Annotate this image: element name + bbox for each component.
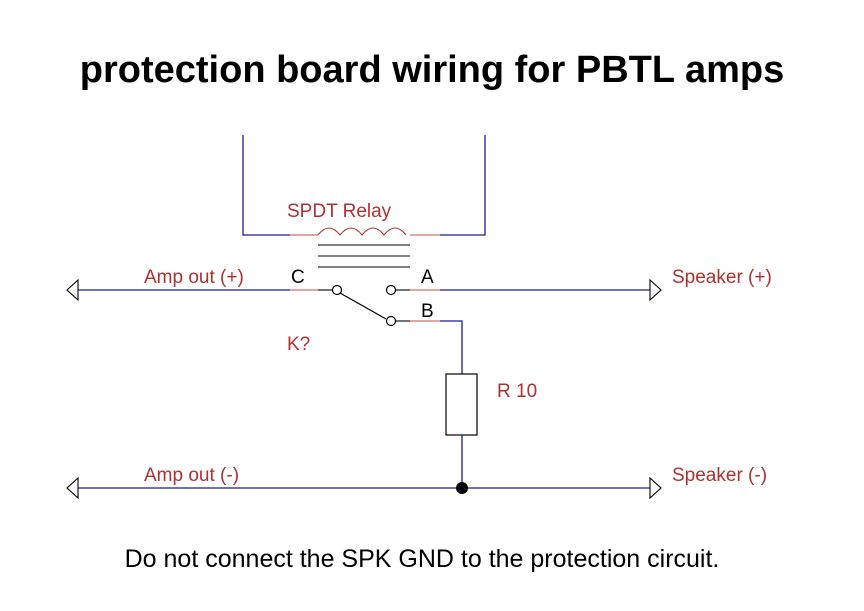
common-contact — [331, 284, 343, 296]
amp-out-neg-label: Amp out (-) — [144, 465, 239, 486]
pin-c-label: C — [291, 267, 305, 288]
resistor-r10 — [445, 373, 478, 436]
amp-out-neg-arrow — [66, 476, 79, 500]
contact-a — [385, 284, 397, 296]
speaker-pos-label: Speaker (+) — [672, 267, 772, 288]
relay-switch — [290, 284, 440, 327]
relay-ref-label: K? — [287, 334, 310, 355]
relay-label: SPDT Relay — [287, 201, 392, 222]
coil-winding — [317, 227, 407, 236]
contact-b — [385, 315, 397, 327]
pin-b-label: B — [421, 301, 434, 322]
amp-out-pos-label: Amp out (+) — [144, 267, 244, 288]
contact-b-wire — [440, 320, 463, 374]
pin-a-label: A — [421, 267, 434, 288]
junction-dot — [456, 482, 468, 494]
diagram-title: protection board wiring for PBTL amps — [80, 49, 784, 91]
coil-wires — [242, 135, 486, 236]
coil-wire-left — [242, 135, 290, 236]
footer-note: Do not connect the SPK GND to the protec… — [125, 545, 720, 573]
switch-arm — [339, 292, 387, 320]
speaker-pos-arrow — [649, 278, 662, 302]
relay-coil — [290, 227, 440, 268]
resistor-label: R 10 — [497, 381, 537, 402]
speaker-neg-arrow — [649, 476, 662, 500]
amp-out-pos-arrow — [66, 278, 79, 302]
speaker-neg-label: Speaker (-) — [672, 465, 767, 486]
coil-wire-right — [440, 135, 486, 236]
